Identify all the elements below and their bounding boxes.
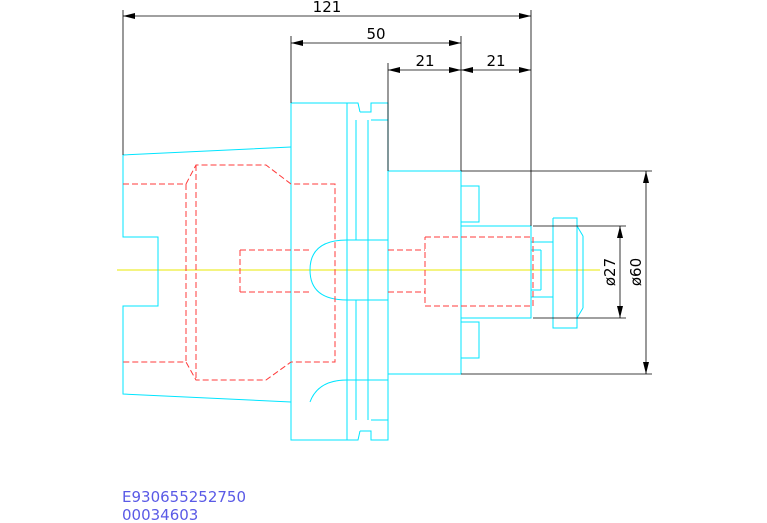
dim-nose-length: 21 (486, 52, 505, 70)
dim-body-length: 21 (415, 52, 434, 70)
part-number: E930655252750 (122, 488, 246, 506)
dim-body-diameter: ø60 (627, 258, 645, 286)
dimension-arrows (123, 13, 649, 374)
item-code: 00034603 (122, 506, 198, 523)
dim-flange-to-face: 50 (366, 25, 385, 43)
dim-nose-diameter: ø27 (601, 258, 619, 286)
holder-outline (122, 102, 584, 441)
dim-overall-length: 121 (313, 0, 342, 16)
hidden-lines (123, 164, 534, 381)
